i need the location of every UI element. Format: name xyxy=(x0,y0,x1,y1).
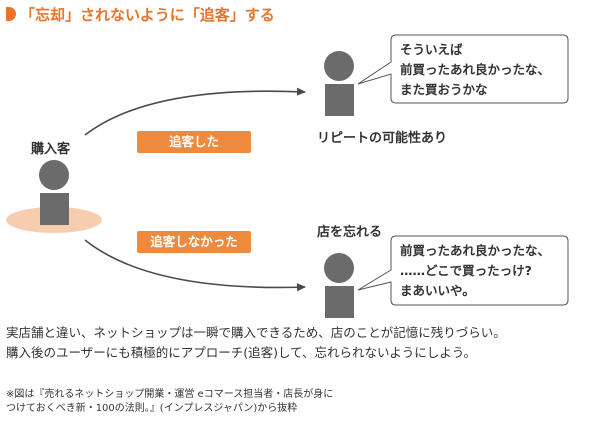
arrow-followed xyxy=(84,87,306,136)
forget-label: 店を忘れる xyxy=(317,225,383,240)
repeat-label: リピートの可能性あり xyxy=(317,131,448,146)
forget-person-icon xyxy=(324,253,354,318)
note-line: つけておくべき新・100の法則。』(インプレスジャパン)から抜粋 xyxy=(6,403,298,414)
speech-bubble-top xyxy=(357,34,569,104)
bubble-bottom-line: 前買ったあれ良かったな、 xyxy=(400,243,551,258)
customer-label: 購入客 xyxy=(31,142,71,157)
bubble-top-text: そういえば 前買ったあれ良かったな、 また買おうかな xyxy=(400,40,550,100)
tag-not-followed: 追客しなかった xyxy=(137,231,251,253)
body-line: 実店舗と違い、ネットショップは一瞬で購入できるため、店のことが記憶に残りづらい。 xyxy=(6,325,506,340)
bubble-bottom-text: 前買ったあれ良かったな、 ……どこで買ったっけ? まあいいや。 xyxy=(400,241,550,301)
source-note: ※図は『売れるネットショップ開業・運営 eコマース担当者・店長が身に つけておく… xyxy=(6,388,333,416)
bubble-top-line: また買おうかな xyxy=(400,82,488,97)
title-text: 「忘却」されないように「追客」する xyxy=(20,5,275,24)
repeat-person-icon xyxy=(324,51,354,116)
diagram-title: 「忘却」されないように「追客」する xyxy=(6,4,275,24)
title-marker-icon xyxy=(6,7,16,21)
bubble-bottom-line: まあいいや。 xyxy=(400,283,475,298)
body-paragraph: 実店舗と違い、ネットショップは一瞬で購入できるため、店のことが記憶に残りづらい。… xyxy=(6,323,506,363)
note-line: ※図は『売れるネットショップ開業・運営 eコマース担当者・店長が身に xyxy=(6,389,334,400)
bubble-top-line: 前買ったあれ良かったな、 xyxy=(400,62,551,77)
arrow-not-followed xyxy=(84,239,306,292)
tag-followed: 追客した xyxy=(137,131,251,153)
bubble-top-line: そういえば xyxy=(400,42,463,57)
body-line: 購入後のユーザーにも積極的にアプローチ(追客)して、忘れられないようにしよう。 xyxy=(6,345,477,360)
speech-bubble-bottom xyxy=(357,235,569,306)
customer-person-icon xyxy=(39,160,69,225)
bubble-bottom-line: ……どこで買ったっけ? xyxy=(400,263,532,278)
